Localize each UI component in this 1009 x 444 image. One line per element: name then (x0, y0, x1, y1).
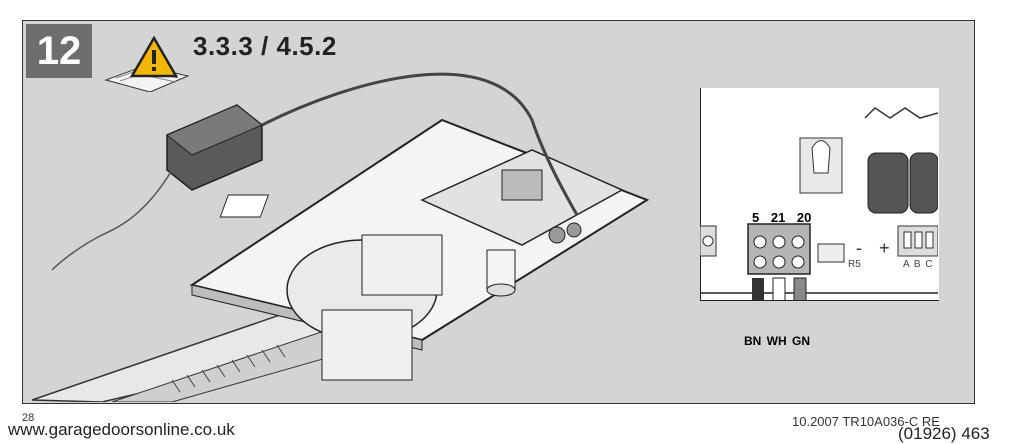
website-text: www.garagedoorsonline.co.uk (8, 420, 235, 439)
step-number: 12 (26, 24, 92, 78)
r5-label: R5 (848, 259, 861, 270)
page-number: 28 (22, 412, 35, 424)
wire-color-labels: BN WH GN (744, 334, 810, 348)
opener-drawing (31, 72, 650, 402)
phone-number: (01926) 463 (898, 424, 990, 443)
section-reference: 3.3.3 / 4.5.2 (193, 31, 337, 61)
terminal-block-drawing (700, 107, 938, 300)
dip-switch-labels: A B C (903, 259, 933, 270)
polarity-label: - + (856, 238, 890, 258)
document-code: 10.2007 TR10A036-C RE (792, 414, 940, 429)
warning-manual-icon (104, 36, 190, 92)
terminal-numbers: 5 21 20 (752, 210, 812, 225)
